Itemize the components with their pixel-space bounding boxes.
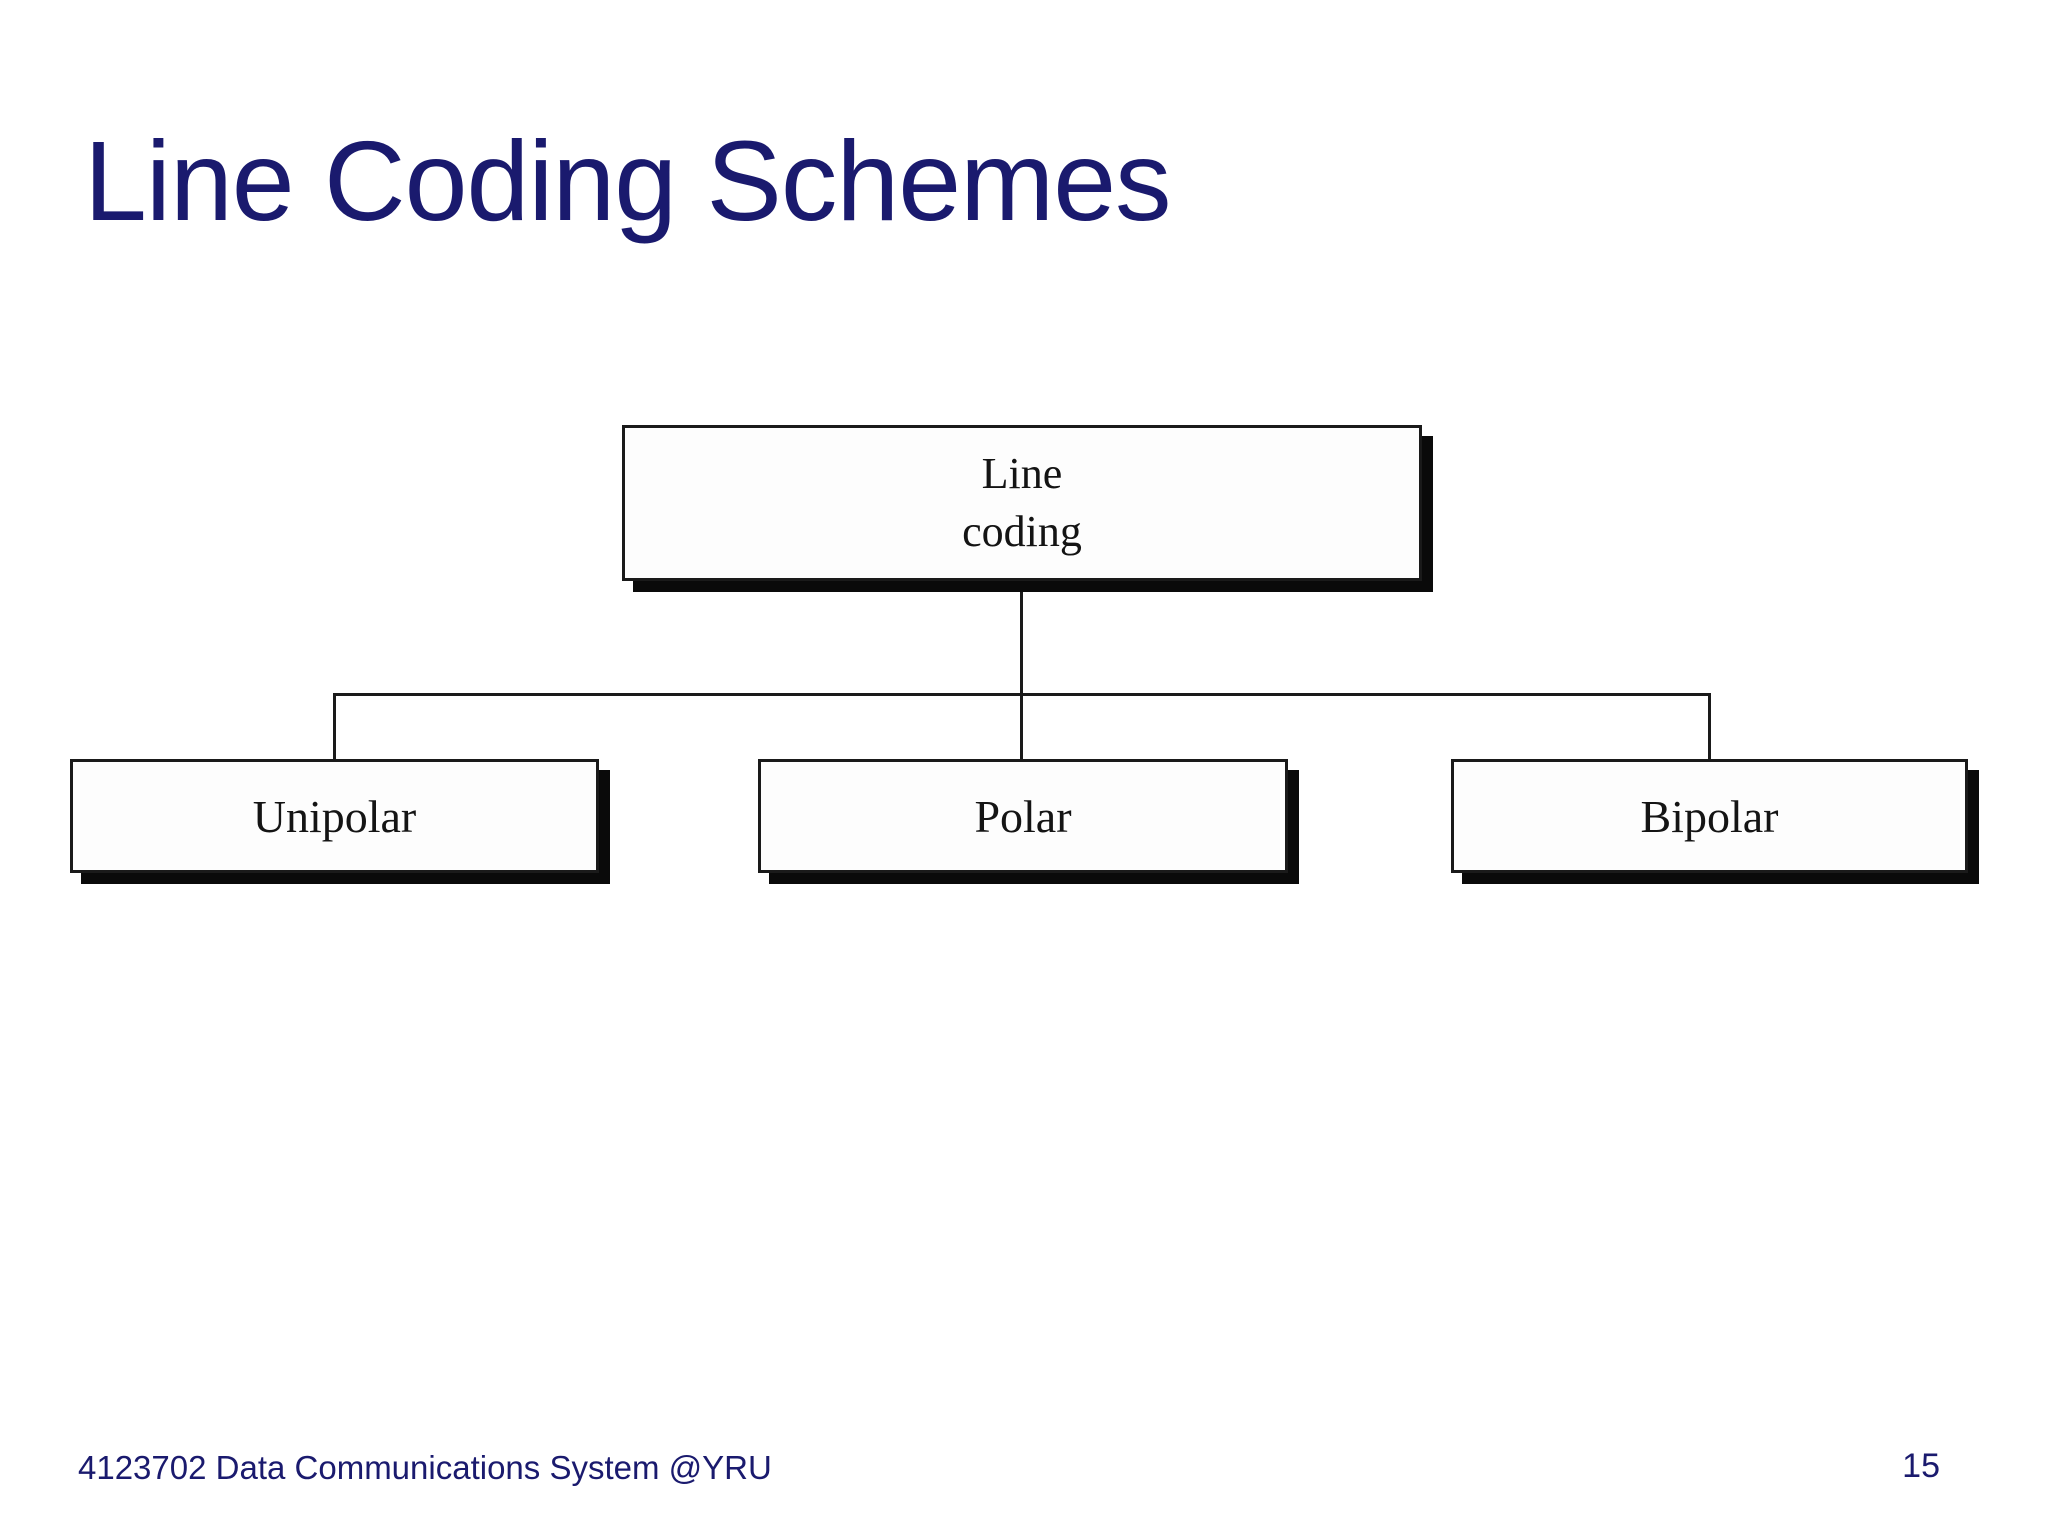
footer-course-label: 4123702 Data Communications System @YRU <box>78 1449 772 1486</box>
node-unipolar: Unipolar <box>70 759 599 873</box>
connector-root-stem <box>1020 580 1023 695</box>
page-number: 15 <box>1902 1447 1940 1485</box>
connector-drop-bipolar <box>1708 693 1711 761</box>
node-bipolar: Bipolar <box>1451 759 1968 873</box>
node-polar: Polar <box>758 759 1288 873</box>
connector-drop-unipolar <box>333 693 336 761</box>
connector-drop-polar <box>1020 693 1023 761</box>
node-line-coding: Line coding <box>622 425 1422 581</box>
page-title: Line Coding Schemes <box>84 118 1172 244</box>
